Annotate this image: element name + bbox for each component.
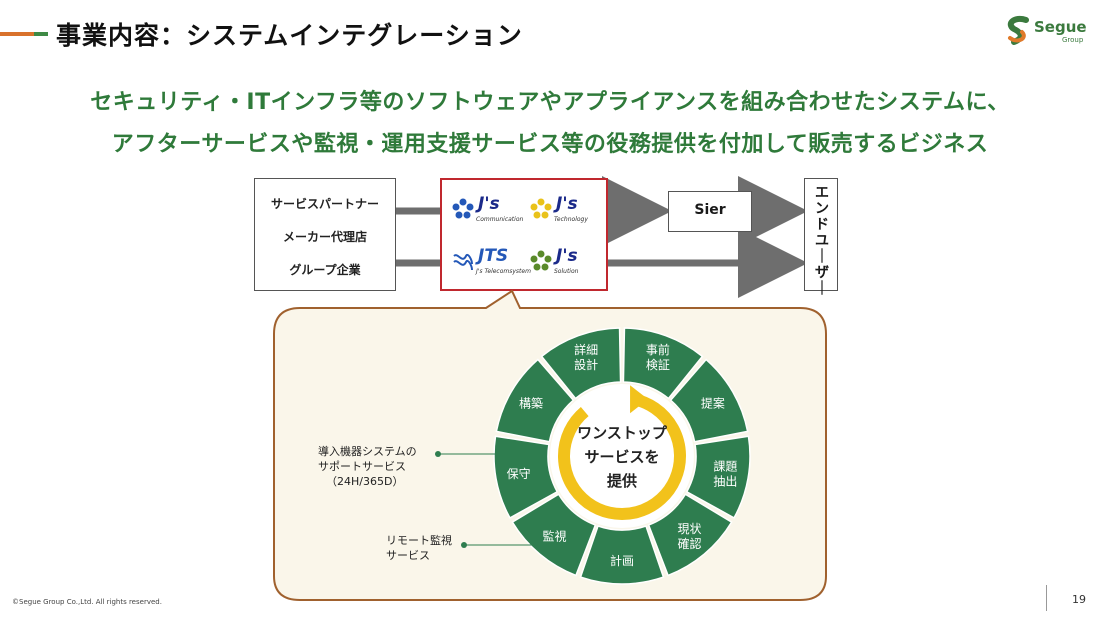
company-sub: Solution (554, 268, 579, 275)
yellow-flower-icon (530, 198, 552, 219)
remote-note-dot (461, 542, 467, 548)
end-user-char: エ (815, 185, 829, 201)
blue-flower-icon (452, 198, 474, 219)
company-sub: J's Telecomsystem (476, 268, 531, 275)
support-note-line: サポートサービス (318, 460, 406, 473)
cycle-arrow (550, 384, 694, 528)
end-user-char: ン (815, 201, 829, 217)
company-js-solution: J's Solution (530, 240, 608, 284)
cycle-center-line-3: 提供 (607, 472, 637, 490)
cycle-segment (647, 493, 733, 577)
blue-wave-icon (453, 254, 473, 271)
cycle-segment (622, 327, 704, 400)
cycle-segment-label: 課題抽出 (713, 459, 737, 489)
company-sub: Technology (554, 216, 588, 223)
company-js-technology: J's Technology (530, 188, 608, 232)
cycle-segment (493, 435, 559, 519)
support-note-line: （24H/365D） (326, 475, 404, 488)
end-user-box: エンドユ｜ザ｜ (804, 178, 838, 297)
cycle-segment-label: 詳細設計 (574, 342, 598, 372)
partner-service: サービスパートナー (270, 197, 379, 211)
end-user-char: ｜ (815, 249, 829, 265)
cycle-segment-label: 事前検証 (646, 342, 670, 372)
segue-logo-icon (1007, 16, 1029, 45)
company-name: J's (478, 194, 500, 214)
headline-line-1: セキュリティ・ITインフラ等のソフトウェアやアプライアンスを組み合わせたシステム… (90, 90, 1010, 115)
cycle-center-disc (550, 384, 694, 528)
company-name: JTS (478, 246, 509, 266)
end-user-char: ド (815, 217, 829, 233)
segue-logo: Segue Group (1004, 14, 1094, 50)
end-user-char: ザ (815, 265, 829, 281)
cycle-arrowhead (630, 385, 649, 414)
remote-note-line: リモート監視 (386, 534, 452, 547)
cycle-segment (579, 525, 665, 585)
company-jts: JTS J's Telecomsystem (452, 240, 531, 284)
copyright-footer: ©Segue Group Co.,Ltd. All rights reserve… (12, 598, 162, 606)
cycle-center-line-1: ワンストップ (577, 424, 668, 442)
page-divider (1046, 585, 1047, 611)
company-name: J's (556, 194, 578, 214)
page-number: 19 (1072, 593, 1086, 606)
title-bar: 事業内容：システムインテグレーション (0, 14, 1100, 54)
cycle-segment-label: 構築 (519, 396, 543, 411)
cycle-segment-label: 現状確認 (677, 522, 701, 551)
remote-monitor-note: リモート監視 サービス (386, 533, 452, 563)
partner-group: グループ企業 (289, 263, 361, 277)
cycle-segment-label: 提案 (701, 396, 725, 411)
cycle-segment (669, 358, 749, 443)
headline-line-2: アフターサービスや監視・運用支援サービス等の役務提供を付加して販売するビジネス (111, 132, 989, 157)
cycle-segment-label: 保守 (507, 467, 531, 481)
remote-note-line: サービス (386, 549, 430, 562)
logo-wordmark: Segue (1034, 18, 1087, 36)
page-title: 事業内容：システムインテグレーション (56, 21, 523, 50)
title-accent-bar (0, 32, 34, 36)
company-js-communication: J's Communication (452, 188, 530, 232)
cycle-segment (495, 358, 575, 443)
support-service-note: 導入機器システムの サポートサービス （24H/365D） (318, 444, 417, 489)
green-flower-icon (530, 250, 552, 271)
partners-box: サービスパートナー メーカー代理店 グループ企業 (254, 178, 396, 291)
end-user-char: ｜ (815, 281, 829, 297)
support-note-dot (435, 451, 441, 457)
cycle-center-line-2: サービスを (584, 448, 659, 466)
cycle-segment-label: 監視 (542, 528, 566, 543)
end-user-label: エンドユ｜ザ｜ (813, 185, 831, 297)
cycle-segment (685, 435, 751, 519)
end-user-char: ユ (815, 233, 829, 249)
group-companies-box: J's Communication J's Technology JTS J's… (440, 178, 608, 291)
cycle-segment (511, 493, 597, 577)
cycle-segment-label: 計画 (610, 553, 634, 568)
company-name: J's (556, 246, 578, 266)
support-note-line: 導入機器システムの (318, 445, 417, 458)
partner-maker: メーカー代理店 (282, 230, 367, 244)
logo-subtext: Group (1062, 36, 1084, 44)
company-sub: Communication (476, 216, 524, 223)
cycle-arrow-arc (558, 392, 686, 520)
cycle-segment (540, 327, 622, 400)
title-accent-bar-green (34, 32, 48, 36)
sier-box: Sier (668, 191, 752, 232)
sier-label: Sier (694, 202, 726, 218)
